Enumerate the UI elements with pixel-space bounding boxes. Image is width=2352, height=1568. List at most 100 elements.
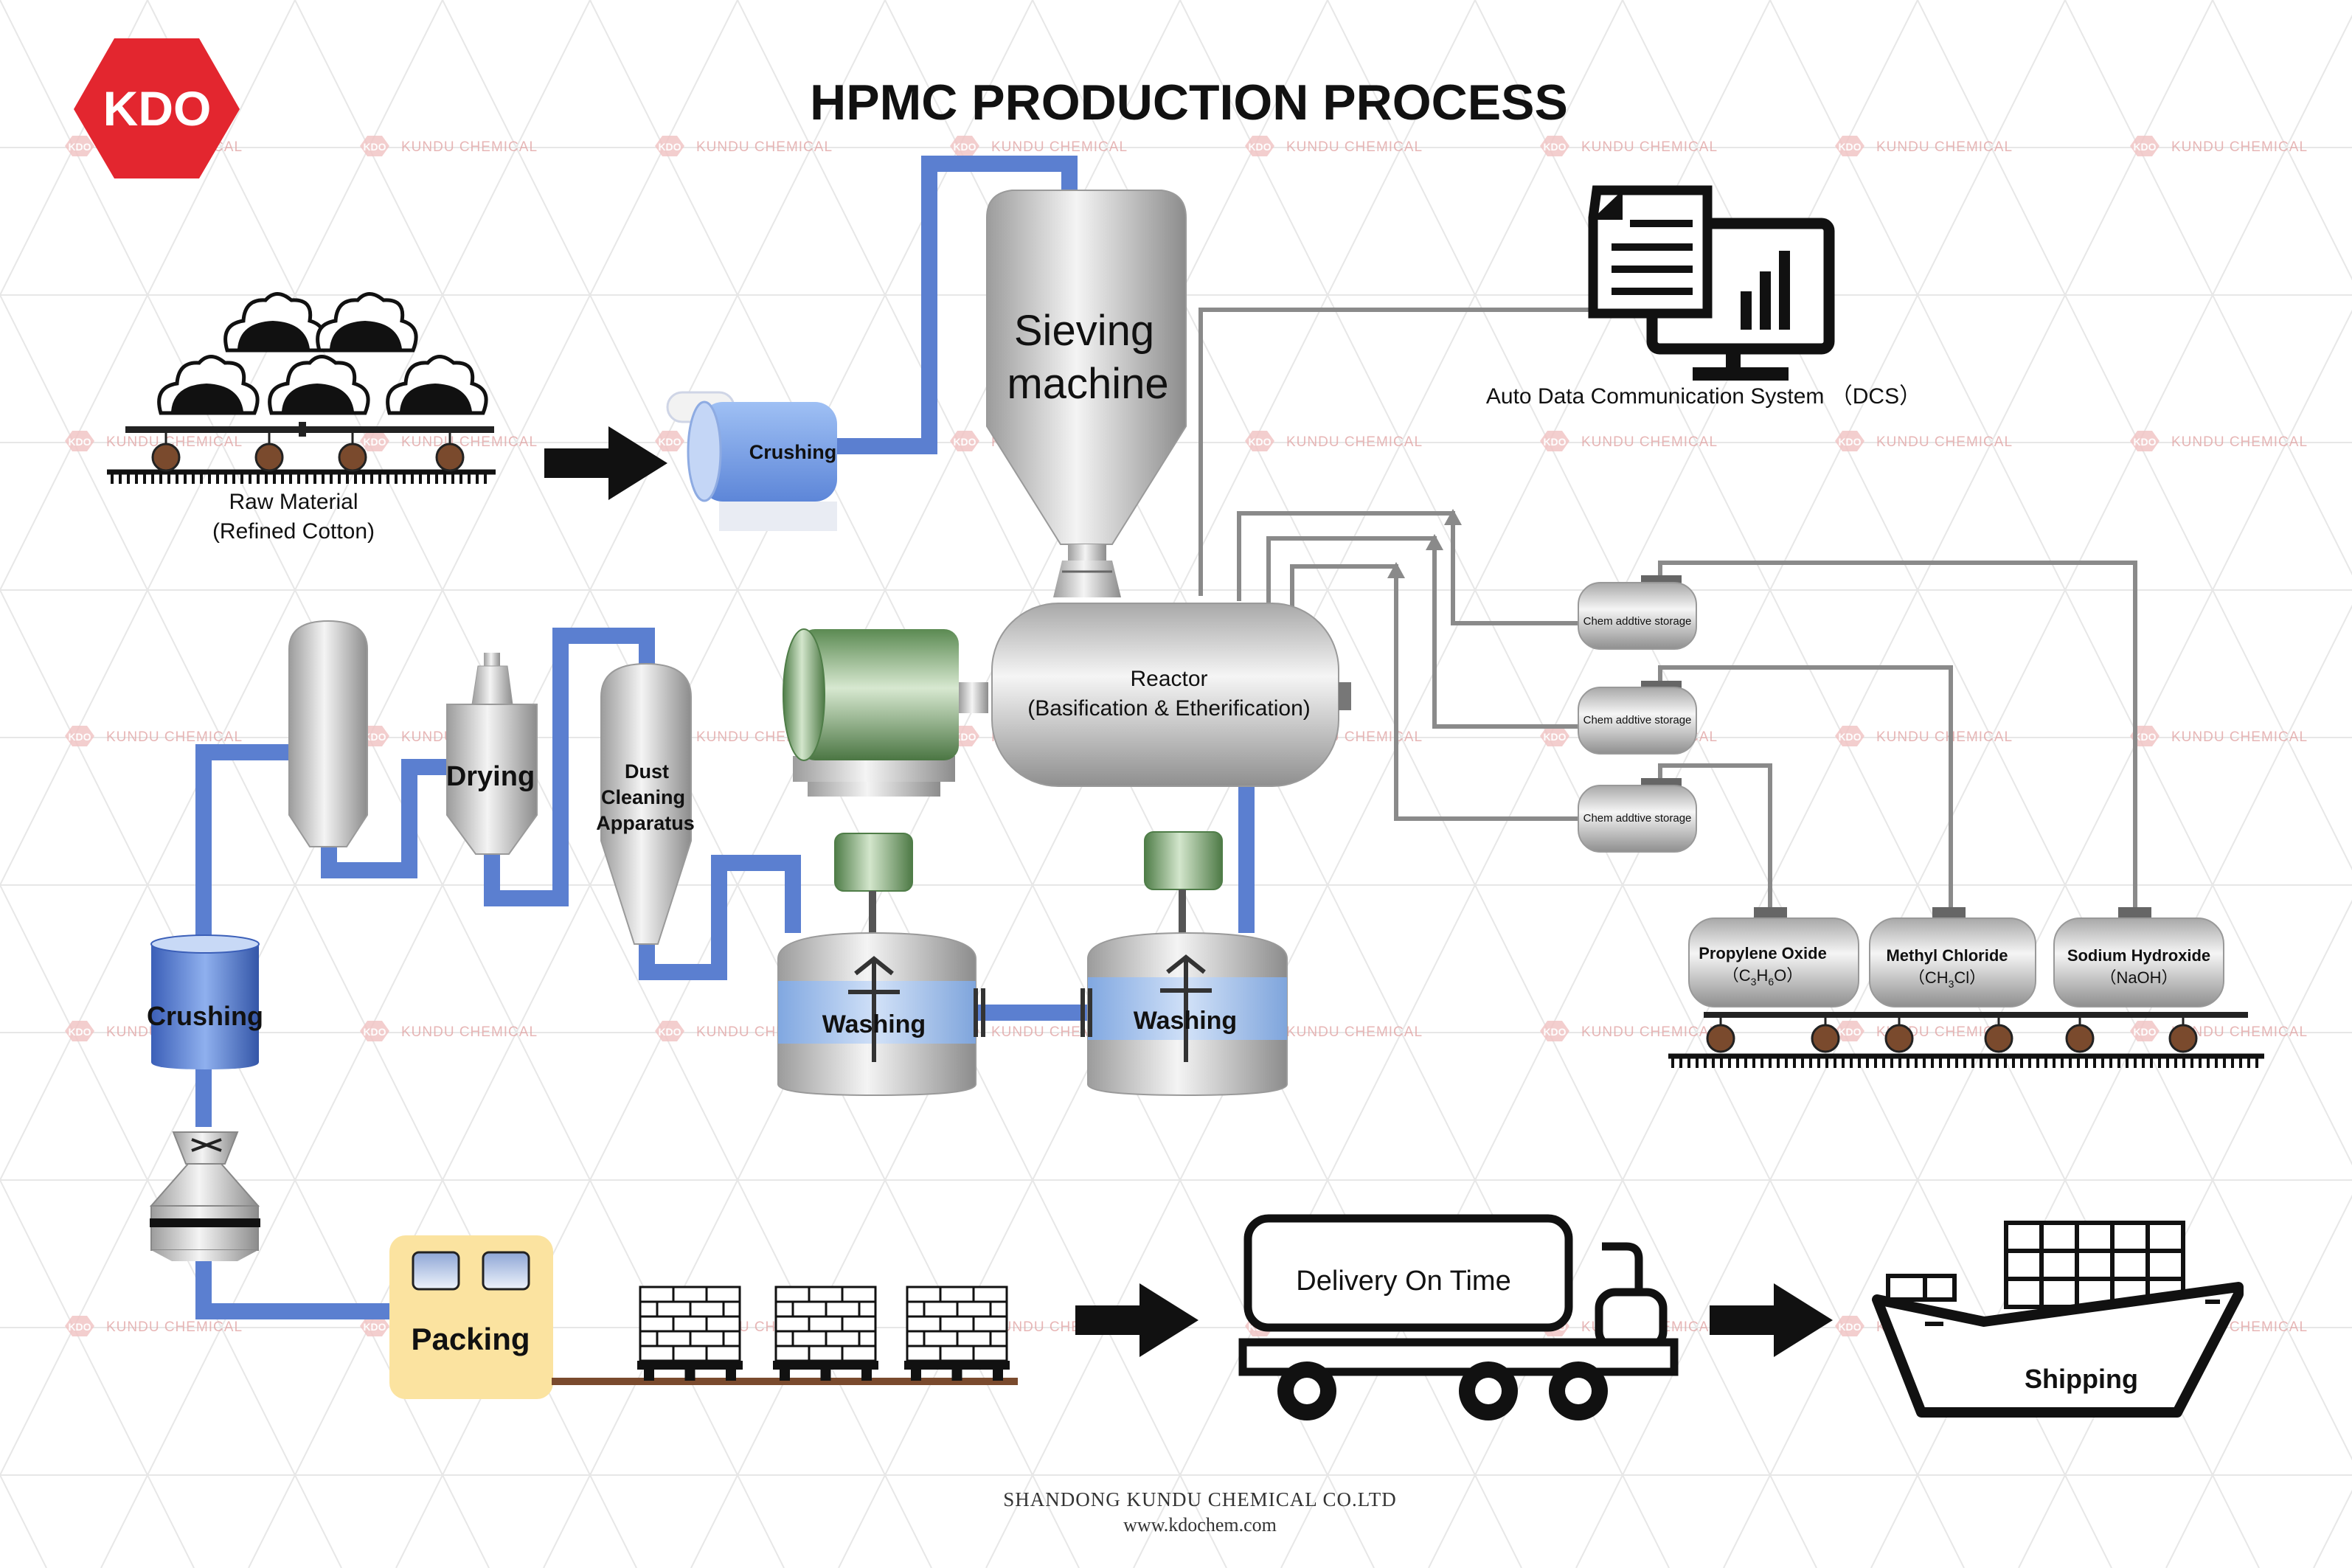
svg-text:KUNDU CHEMICAL: KUNDU CHEMICAL — [401, 1024, 538, 1040]
dust-label-3: Apparatus — [596, 812, 695, 834]
svg-text:KDO: KDO — [363, 731, 386, 743]
svg-text:KDO: KDO — [1543, 141, 1566, 153]
dcs-monitor-icon — [1588, 185, 1835, 381]
svg-text:KDO: KDO — [1838, 1026, 1861, 1038]
reactor-sublabel: (Basification & Etherification) — [1027, 696, 1311, 721]
reactor-vessel — [991, 603, 1351, 787]
svg-text:KDO: KDO — [2133, 731, 2156, 743]
svg-text:KUNDU CHEMICAL: KUNDU CHEMICAL — [1876, 434, 2013, 450]
sieving-label-1: Sieving — [1014, 307, 1154, 355]
svg-text:KDO: KDO — [2133, 436, 2156, 448]
raw-material-conveyor — [107, 292, 496, 484]
crushing-top-label: Crushing — [749, 441, 837, 463]
svg-text:KDO: KDO — [363, 436, 386, 448]
packing-label: Packing — [411, 1322, 530, 1356]
svg-text:KDO: KDO — [68, 1026, 91, 1038]
chem-storage-label-3: Chem addtive storage — [1583, 812, 1692, 825]
svg-text:KDO: KDO — [2133, 1026, 2156, 1038]
svg-text:KDO: KDO — [68, 1321, 91, 1333]
svg-text:KDO: KDO — [363, 1026, 386, 1038]
svg-text:KUNDU CHEMICAL: KUNDU CHEMICAL — [1286, 1024, 1423, 1040]
svg-text:KDO: KDO — [953, 436, 976, 448]
sodium-hydroxide-formula: （NaOH） — [2100, 968, 2177, 987]
raw-material-label: Raw Material — [229, 490, 358, 514]
watermark: KDO KUNDU CHEMICAL — [360, 1021, 538, 1041]
raw-material-sublabel: (Refined Cotton) — [212, 519, 375, 544]
kdo-logo: KDO — [74, 38, 240, 178]
cotton-bale — [268, 355, 370, 415]
chemical-rail-tanks — [1668, 907, 2264, 1068]
cargo-ship-icon — [1872, 1221, 2244, 1418]
watermark: KDO KUNDU CHEMICAL — [65, 431, 243, 451]
page-title: HPMC PRODUCTION PROCESS — [810, 74, 1568, 131]
gray-line-arrows — [1387, 509, 1462, 578]
shipping-label: Shipping — [2025, 1364, 2138, 1394]
footer-website: www.kdochem.com — [1123, 1514, 1277, 1536]
svg-text:KDO: KDO — [1838, 436, 1861, 448]
sodium-hydroxide-label: Sodium Hydroxide — [2067, 946, 2210, 965]
svg-text:KDO: KDO — [68, 731, 91, 743]
svg-text:KDO: KDO — [68, 436, 91, 448]
svg-text:KDO: KDO — [953, 731, 976, 743]
arrow-to-crushing — [544, 426, 667, 500]
crusher-left — [150, 934, 260, 1069]
watermark: KDO KUNDU CHEMICAL — [2130, 136, 2308, 156]
svg-text:KUNDU CHEMICAL: KUNDU CHEMICAL — [1581, 1024, 1718, 1040]
chem-storage-tanks — [1578, 575, 1697, 853]
svg-text:KUNDU CHEMICAL: KUNDU CHEMICAL — [1581, 434, 1718, 450]
dust-cleaning-apparatus — [600, 662, 692, 945]
propylene-oxide-formula: （C3H6O） — [1723, 966, 1803, 988]
pallet-stack — [637, 1286, 743, 1381]
cotton-bale — [316, 292, 418, 353]
delivery-truck-icon — [1238, 1214, 1679, 1420]
propylene-oxide-label: Propylene Oxide — [1699, 944, 1827, 962]
svg-text:KDO: KDO — [658, 1026, 681, 1038]
svg-text:KDO: KDO — [1248, 141, 1271, 153]
svg-text:KDO: KDO — [658, 436, 681, 448]
svg-text:KUNDU CHEMICAL: KUNDU CHEMICAL — [2171, 139, 2308, 155]
chem-storage-label-2: Chem addtive storage — [1583, 714, 1692, 726]
dcs-label: Auto Data Communication System （DCS） — [1486, 384, 1921, 409]
watermark: KDO KUNDU CHEMICAL — [1540, 1021, 1718, 1041]
svg-text:KDO: KDO — [1543, 1026, 1566, 1038]
svg-text:KDO: KDO — [1838, 1321, 1861, 1333]
dryer — [446, 653, 538, 855]
svg-text:KDO: KDO — [363, 1321, 386, 1333]
cotton-bale — [386, 355, 488, 415]
crushing-left-label: Crushing — [147, 1001, 263, 1031]
washing-tank-1 — [777, 833, 976, 1097]
svg-text:KUNDU CHEMICAL: KUNDU CHEMICAL — [1876, 139, 2013, 155]
svg-text:KUNDU CHEMICAL: KUNDU CHEMICAL — [696, 139, 833, 155]
reactor-label: Reactor — [1130, 667, 1207, 691]
watermark: KDO KUNDU CHEMICAL — [2130, 431, 2308, 451]
watermark: KDO KUNDU CHEMICAL — [1835, 431, 2013, 451]
svg-text:KUNDU CHEMICAL: KUNDU CHEMICAL — [2171, 434, 2308, 450]
svg-text:KUNDU CHEMICAL: KUNDU CHEMICAL — [401, 434, 538, 450]
svg-text:KDO: KDO — [2133, 141, 2156, 153]
pallet-stack — [904, 1286, 1010, 1381]
reactor-motor — [783, 628, 988, 797]
svg-text:KDO: KDO — [1838, 141, 1861, 153]
sieving-machine — [986, 190, 1187, 597]
svg-text:KUNDU CHEMICAL: KUNDU CHEMICAL — [106, 434, 243, 450]
cotton-bale — [157, 355, 260, 415]
watermark: KDO KUNDU CHEMICAL — [65, 1316, 243, 1336]
watermark: KDO KUNDU CHEMICAL — [1835, 136, 2013, 156]
cotton-bale — [223, 292, 326, 353]
crusher-top — [666, 391, 837, 531]
sieving-label-2: machine — [1007, 360, 1168, 408]
svg-text:KUNDU CHEMICAL: KUNDU CHEMICAL — [401, 139, 538, 155]
svg-text:KUNDU CHEMICAL: KUNDU CHEMICAL — [1876, 729, 2013, 745]
svg-text:KUNDU CHEMICAL: KUNDU CHEMICAL — [106, 1319, 243, 1335]
delivery-label: Delivery On Time — [1296, 1266, 1510, 1297]
